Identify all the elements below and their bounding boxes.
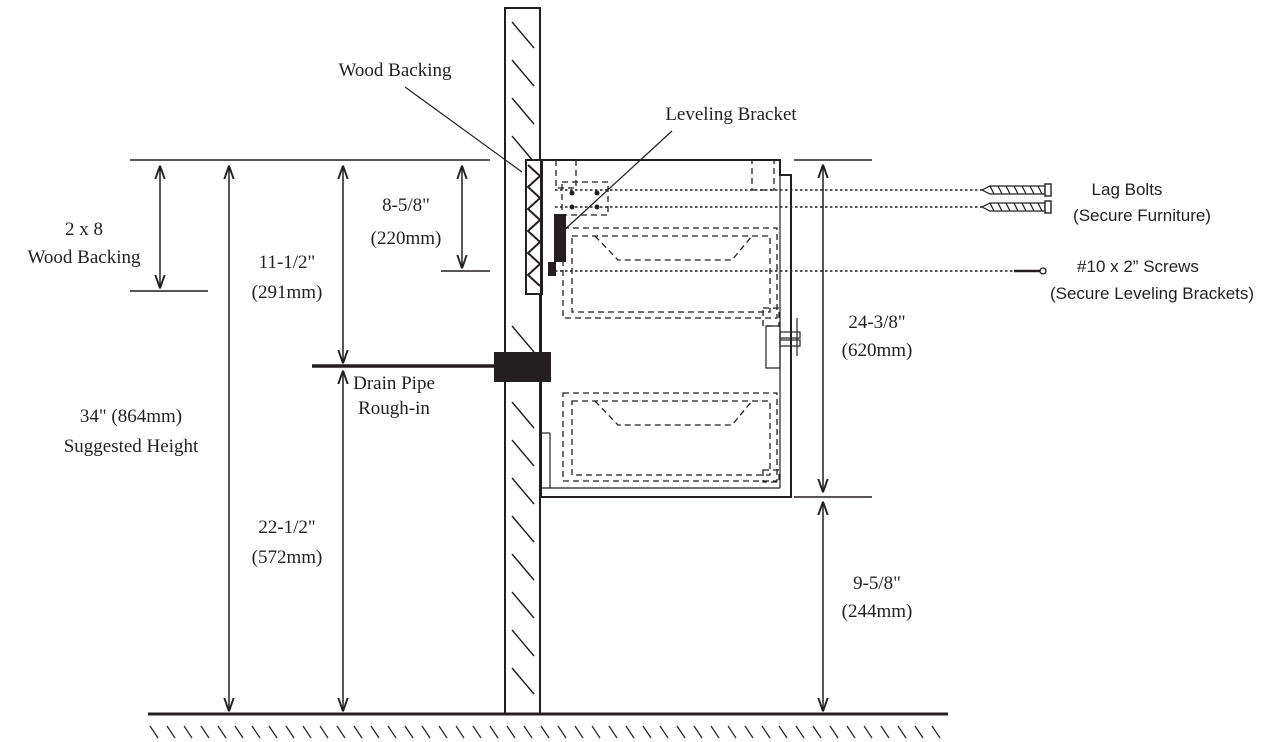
floor-hatch-mark xyxy=(438,725,448,739)
floor-hatch-mark xyxy=(251,725,261,739)
floor-hatch-mark xyxy=(693,725,703,739)
wall-hatch-mark xyxy=(511,21,535,49)
wall-hatch-mark xyxy=(511,439,535,467)
lag-bolts xyxy=(555,183,1052,214)
floor-hatch-mark xyxy=(676,725,686,739)
lag-bolt-upper xyxy=(980,183,1052,197)
leveling-bracket-leader xyxy=(560,130,673,234)
floor-hatch-mark xyxy=(591,725,601,739)
dim-under: 9-5/8" xyxy=(853,573,901,594)
lag-bolts-line2: (Secure Furniture) xyxy=(1073,206,1211,225)
floor-hatch-mark xyxy=(880,725,890,739)
wall-hatch-mark xyxy=(511,401,535,429)
dim-drain-top: 11-1/2" xyxy=(259,252,316,273)
floor-hatch-mark xyxy=(336,725,346,739)
floor-hatch-mark xyxy=(404,725,414,739)
floor-hatch-mark xyxy=(829,725,839,739)
wall-hatch-mark xyxy=(511,591,535,619)
floor-hatch-mark xyxy=(523,725,533,739)
screws-line1: #10 x 2” Screws xyxy=(1077,257,1199,276)
cabinet xyxy=(540,159,801,498)
wall-hatch xyxy=(511,21,535,695)
floor-hatch-mark xyxy=(914,725,924,739)
leveling-screw xyxy=(555,267,1047,275)
floor-hatch-mark xyxy=(285,725,295,739)
dim-cabinet: 24-3/8" xyxy=(848,312,905,333)
leader-lines xyxy=(404,86,673,234)
floor-hatch-mark xyxy=(370,725,380,739)
floor-hatch-mark xyxy=(540,725,550,739)
leveling-bracket-callout: Leveling Bracket xyxy=(665,104,797,125)
floor-hatch-mark xyxy=(387,725,397,739)
floor-hatch-mark xyxy=(574,725,584,739)
floor-hatch-mark xyxy=(217,725,227,739)
floor-hatch-mark xyxy=(149,725,159,739)
wall-hatch-mark xyxy=(511,667,535,695)
dim-cabinet-mm: (620mm) xyxy=(842,340,913,361)
drain-line1: Drain Pipe xyxy=(353,373,435,394)
floor-hatch-mark xyxy=(761,725,771,739)
wall-hatch-mark xyxy=(511,553,535,581)
floor-hatch-mark xyxy=(353,725,363,739)
dim-under-mm: (244mm) xyxy=(842,601,913,622)
floor-hatch-mark xyxy=(625,725,635,739)
floor-hatch-mark xyxy=(744,725,754,739)
floor-hatch-mark xyxy=(812,725,822,739)
floor-hatch-mark xyxy=(421,725,431,739)
dim-drain-top-mm: (291mm) xyxy=(252,282,323,303)
suggested-line1: 34" (864mm) xyxy=(80,406,182,427)
wall-hatch-mark xyxy=(511,97,535,125)
lag-bolts-line1: Lag Bolts xyxy=(1092,180,1163,199)
floor-hatch-mark xyxy=(506,725,516,739)
floor-hatch-mark xyxy=(183,725,193,739)
floor-hatch-mark xyxy=(200,725,210,739)
floor-hatch-mark xyxy=(557,725,567,739)
wall-hatch-mark xyxy=(511,629,535,657)
floor-hatch-mark xyxy=(727,725,737,739)
dim-bracket-top-mm: (220mm) xyxy=(371,228,442,249)
floor-hatch-mark xyxy=(608,725,618,739)
lag-bolt-lower xyxy=(980,200,1052,214)
wood-backing-callout: Wood Backing xyxy=(339,60,452,81)
backing-size-line1: 2 x 8 xyxy=(65,219,103,240)
floor xyxy=(148,712,948,739)
dimension-arrows xyxy=(160,166,823,710)
floor-hatch-mark xyxy=(268,725,278,739)
backing-size-line2: Wood Backing xyxy=(28,247,141,268)
floor-hatch xyxy=(149,725,941,739)
suggested-line2: Suggested Height xyxy=(64,436,199,457)
wood-backing-block xyxy=(525,159,543,295)
wall-hatch-mark xyxy=(511,477,535,505)
floor-hatch-mark xyxy=(710,725,720,739)
floor-hatch-mark xyxy=(166,725,176,739)
wall-hatch-mark xyxy=(511,59,535,87)
floor-hatch-mark xyxy=(319,725,329,739)
wall-hatch-mark xyxy=(511,135,535,163)
screws-line2: (Secure Leveling Brackets) xyxy=(1050,284,1254,303)
floor-hatch-mark xyxy=(659,725,669,739)
floor-hatch-mark xyxy=(931,725,941,739)
floor-hatch-mark xyxy=(489,725,499,739)
floor-hatch-mark xyxy=(302,725,312,739)
floor-hatch-mark xyxy=(846,725,856,739)
floor-hatch-mark xyxy=(863,725,873,739)
floor-hatch-mark xyxy=(642,725,652,739)
dim-bracket-top: 8-5/8" xyxy=(382,195,430,216)
floor-hatch-mark xyxy=(897,725,907,739)
labels: Wood Backing Leveling Bracket 2 x 8 Wood… xyxy=(28,60,1255,622)
reference-lines xyxy=(130,159,872,498)
floor-hatch-mark xyxy=(778,725,788,739)
floor-hatch-mark xyxy=(472,725,482,739)
wall-hatch-mark xyxy=(511,325,535,353)
wood-backing-leader xyxy=(404,86,523,173)
dim-drain-floor: 22-1/2" xyxy=(258,517,315,538)
floor-hatch-mark xyxy=(234,725,244,739)
floor-hatch-mark xyxy=(455,725,465,739)
wall-hatch-mark xyxy=(511,515,535,543)
dim-drain-floor-mm: (572mm) xyxy=(252,547,323,568)
drain-line2: Rough-in xyxy=(358,398,430,419)
floor-hatch-mark xyxy=(795,725,805,739)
